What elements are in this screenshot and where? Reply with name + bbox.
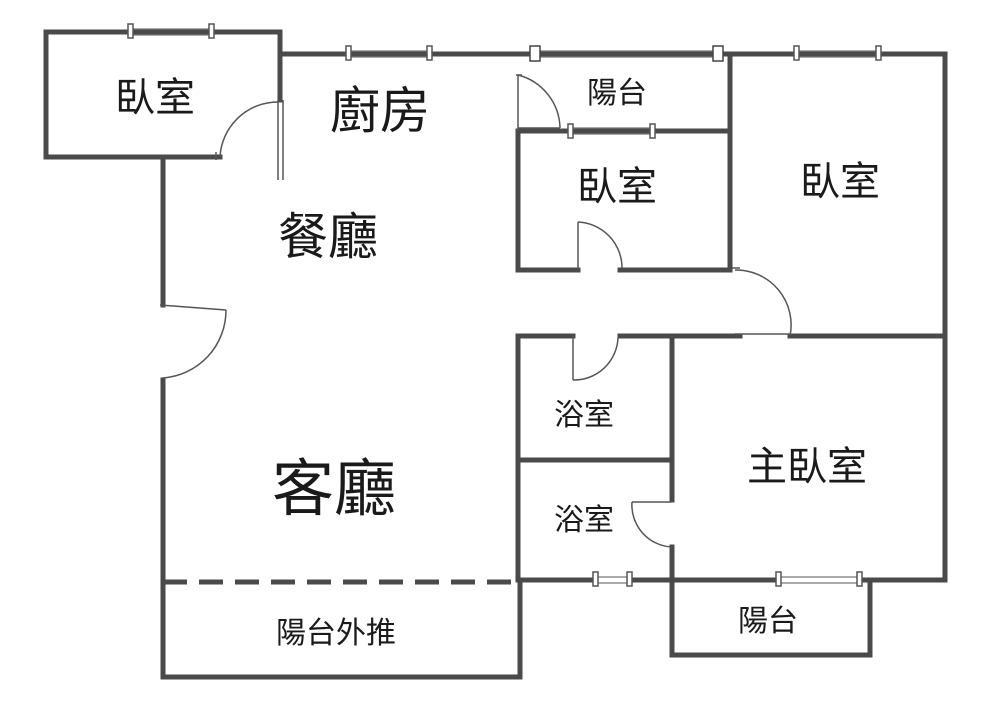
room-label-balcony-extension: 陽台外推 (276, 616, 396, 651)
room-label-bath-lower: 浴室 (554, 503, 614, 538)
room-label-balcony-south: 陽台 (738, 604, 798, 639)
room-label-living: 客廳 (272, 452, 396, 525)
wall-west-lower (160, 377, 523, 680)
windows (127, 23, 882, 587)
door-ne-bedroom (732, 267, 792, 337)
room-label-bedroom-ne: 臥室 (800, 159, 880, 205)
door-center-bedroom (577, 221, 623, 270)
wall-ne-bedroom (727, 51, 948, 583)
door-bath-lower (631, 501, 673, 548)
wall-center-bedroom (515, 128, 733, 273)
room-label-master-bedroom: 主臥室 (747, 444, 867, 490)
room-label-balcony-north: 陽台 (587, 76, 647, 111)
door-nw-bedroom (215, 100, 284, 180)
walls (43, 29, 948, 680)
room-label-bath-upper: 浴室 (554, 398, 614, 433)
wall-south-balcony (669, 577, 873, 658)
room-label-bedroom-nw: 臥室 (115, 75, 195, 121)
room-label-dining: 餐廳 (278, 208, 378, 266)
door-north-balcony (516, 74, 561, 131)
door-entrance (159, 304, 227, 379)
room-label-bedroom-center: 臥室 (577, 164, 657, 210)
room-labels: 臥室 廚房 陽台 臥室 臥室 餐廳 浴室 客廳 浴室 主臥室 陽台外推 陽台 (115, 75, 880, 651)
room-label-kitchen: 廚房 (330, 82, 430, 140)
door-bath-upper (572, 336, 619, 381)
doors (159, 74, 792, 548)
